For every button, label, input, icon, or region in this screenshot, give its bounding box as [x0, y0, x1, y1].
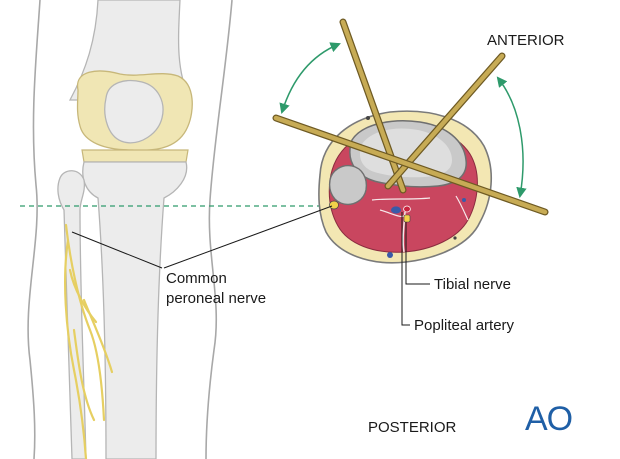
fibula: [57, 170, 87, 459]
ao-logo: AO: [525, 400, 573, 438]
leader-peroneal-leg: [71, 231, 163, 269]
peroneal-nerve-dot: [329, 200, 339, 210]
leader-tibial-nerve: [405, 222, 430, 285]
leader-peroneal-cross: [163, 205, 333, 269]
patella: [104, 79, 164, 144]
leader-lines: [71, 205, 430, 326]
arc-arrow-right: [496, 76, 527, 199]
popliteal-vein: [391, 206, 401, 214]
leader-popliteal-artery: [401, 212, 410, 326]
peroneal-nerve: [64, 223, 114, 459]
anterior-label: ANTERIOR: [487, 32, 565, 49]
tibial-nerve-dot: [403, 214, 411, 223]
leg-outline: [27, 0, 233, 459]
cross-section-fibula: [328, 164, 368, 206]
popliteal-artery-dot: [403, 205, 411, 213]
common-peroneal-label-line2: peroneal nerve: [166, 290, 267, 307]
posterior-label: POSTERIOR: [368, 419, 457, 436]
arc-arrow-left: [279, 42, 341, 115]
common-peroneal-label-line1: Common: [166, 270, 227, 287]
tibial-nerve-label: Tibial nerve: [434, 276, 511, 293]
tibia: [82, 161, 188, 459]
knee-joint: [76, 70, 193, 163]
popliteal-artery-label: Popliteal artery: [414, 317, 515, 334]
